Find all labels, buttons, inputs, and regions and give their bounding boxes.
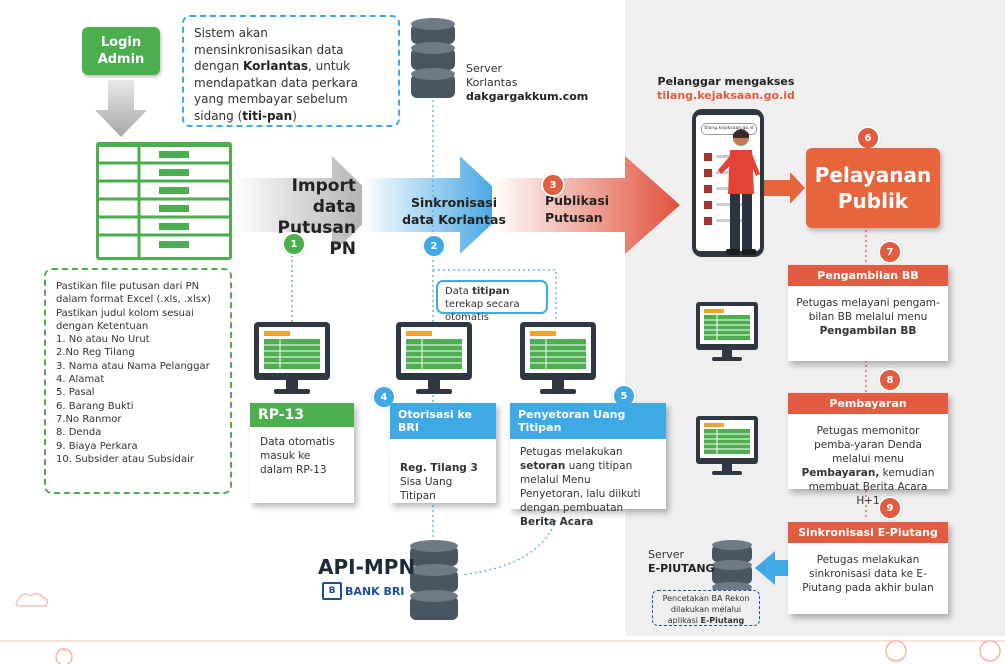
server-korlantas-label: Server Korlantas dakgargakkum.com [466,62,589,103]
penyetoran-card-title: Penyetoran Uang Titipan [510,403,666,439]
otorisasi-card: Otorisasi ke BRI Reg. Tilang 3 Sisa Uang… [390,403,496,503]
rp13-card-title: RP-13 [250,403,354,427]
sinkronisasi-epiutang-card: Sinkronisasi E-Piutang Petugas melakukan… [788,522,948,614]
pelayanan-arrow [760,172,805,204]
pengambilan-bb-title: Pengambilan BB [788,265,948,286]
step-6-badge: 6 [856,126,880,150]
titipan-tooltip: Data titipan terekap secara otomatis [436,280,548,323]
phone-search-bar: tilang.kejaksaan.go.id [701,123,757,135]
pelanggar-access-label: Pelanggar mengakses tilang.kejaksaan.go.… [657,75,795,102]
step-1-badge: 1 [282,232,306,256]
sinkronisasi-epiutang-body: Petugas melakukan sinkronisasi data ke E… [802,554,934,594]
pembayaran-title: Pembayaran [788,393,948,414]
step-8-badge: 8 [878,368,902,392]
pengambilan-bb-body: Petugas melayani pengam-bilan BB melalui… [796,297,940,337]
bri-logo-icon: B [322,582,342,600]
login-down-arrow [95,80,147,137]
step-7-badge: 7 [878,240,902,264]
step-3-badge: 3 [541,173,565,197]
person-illustration [718,129,760,255]
publikasi-label: Publikasi Putusan [545,193,610,225]
penyetoran-card: Penyetoran Uang Titipan Petugas melakuka… [510,403,666,528]
monitor-pengambilan-icon [696,302,758,361]
pembayaran-card: Pembayaran Petugas memonitor pemba-yaran… [788,393,948,507]
monitor-otorisasi-icon [396,322,472,394]
server-epiutang-label: Server E-PIUTANG [648,548,715,575]
login-admin-button[interactable]: Login Admin [82,27,160,75]
import-arrow [232,156,382,254]
sinkronisasi-arrow [362,156,512,254]
bank-bri-logo: B BANK BRI [322,582,404,600]
step-4-badge: 4 [372,385,396,409]
step-2-badge: 2 [422,234,446,258]
api-mpn-label: API-MPN [318,555,416,579]
monitor-pembayaran-icon [696,416,758,475]
server-api-mpn-icon [410,540,458,620]
excel-spreadsheet-icon [96,142,232,260]
sinkronisasi-label: Sinkronisasi data Korlantas [402,195,506,227]
publikasi-arrow [492,156,680,254]
otorisasi-reg-label: Reg. Tilang 3 [400,462,478,474]
epiutang-arrow [755,551,800,585]
otorisasi-card-body: Sisa Uang Titipan [400,476,453,502]
pembayaran-body: Petugas memonitor pemba-yaran Denda mela… [801,425,935,507]
pelayanan-publik-box: Pelayanan Publik [806,148,940,228]
sync-info-note: Sistem akan mensinkronisasikan data deng… [182,15,400,127]
step-9-badge: 9 [878,496,902,520]
rp13-card: RP-13 Data otomatis masuk ke dalam RP-13 [250,403,354,503]
sinkronisasi-epiutang-title: Sinkronisasi E-Piutang [788,522,948,543]
excel-format-rules-note: Pastikan file putusan dari PN dalam form… [44,268,232,494]
otorisasi-card-title: Otorisasi ke BRI [390,403,496,439]
server-korlantas-icon [411,18,455,98]
penyetoran-card-body: Petugas melakukan setoran uang titipan m… [520,446,641,528]
monitor-rp13-icon [254,322,330,394]
monitor-penyetoran-icon [520,322,596,394]
rp13-card-body: Data otomatis masuk ke dalam RP-13 [260,436,335,476]
pengambilan-bb-card: Pengambilan BB Petugas melayani pengam-b… [788,265,948,361]
ba-rekon-note: Pencetakan BA Rekon dilakukan melalui ap… [652,590,760,626]
